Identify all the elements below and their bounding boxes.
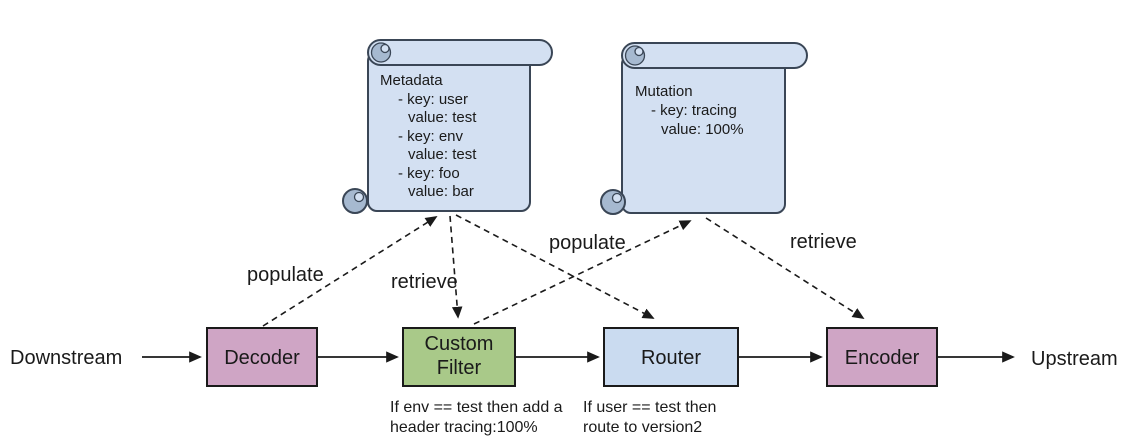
upstream-label: Upstream	[1031, 348, 1118, 370]
mutation-scroll-top-curl-inner	[634, 46, 644, 57]
decoder-box	[206, 327, 318, 387]
metadata-title: Metadata	[380, 72, 443, 89]
custom-filter-caption-line2: header tracing:100%	[390, 419, 538, 436]
router-caption-line2: route to version2	[583, 419, 702, 436]
metadata-line-3: - key: env	[398, 128, 464, 145]
encoder-label: Encoder	[845, 347, 920, 369]
metadata-line-2: value: test	[408, 109, 477, 126]
custom-filter-label-line2: Filter	[437, 357, 482, 379]
metadata-line-4: value: test	[408, 146, 477, 163]
custom-filter-caption: If env == test then add a header tracing…	[390, 399, 563, 436]
custom-filter-node: Custom Filter	[402, 327, 516, 387]
metadata-line-6: value: bar	[408, 183, 474, 200]
router-box	[603, 327, 739, 387]
mutation-title: Mutation	[635, 83, 693, 100]
custom-filter-caption-line1: If env == test then add a	[390, 399, 563, 416]
label-populate-decoder-metadata: populate	[247, 264, 324, 286]
label-populate-custom-filter-mutation: populate	[549, 232, 626, 254]
metadata-scroll-bottom-curl	[342, 188, 368, 214]
mutation-scroll-top-roll	[621, 42, 808, 69]
mutation-scroll-bottom-curl-inner	[611, 192, 623, 204]
mutation-scroll: Mutation - key: tracing value: 100%	[600, 42, 808, 215]
dashed-arrow-metadata-to-router	[455, 214, 655, 319]
router-caption: If user == test then route to version2	[583, 399, 716, 436]
metadata-scroll-top-curl-inner	[380, 43, 390, 54]
label-retrieve-metadata-custom-filter: retrieve	[391, 271, 458, 293]
decoder-node: Decoder	[206, 327, 318, 387]
router-caption-line1: If user == test then	[583, 399, 716, 416]
dashed-arrow-decoder-to-metadata	[262, 216, 438, 327]
custom-filter-box	[402, 327, 516, 387]
custom-filter-label-line1: Custom	[425, 333, 494, 355]
metadata-scroll: Metadata - key: user value: test - key: …	[342, 39, 553, 214]
metadata-scroll-top-roll	[367, 39, 553, 66]
encoder-node: Encoder	[826, 327, 938, 387]
encoder-box	[826, 327, 938, 387]
router-label: Router	[641, 347, 701, 369]
mutation-scroll-bottom-curl	[600, 189, 626, 215]
label-retrieve-mutation-encoder: retrieve	[790, 231, 857, 253]
metadata-line-1: - key: user	[398, 91, 468, 108]
metadata-line-5: - key: foo	[398, 165, 460, 182]
dashed-arrow-metadata-to-custom-filter	[449, 215, 463, 319]
dashed-arrow-custom-filter-to-mutation	[473, 220, 692, 325]
downstream-label: Downstream	[10, 347, 122, 369]
mutation-line-2: value: 100%	[661, 121, 744, 138]
mutation-line-1: - key: tracing	[651, 102, 737, 119]
router-node: Router	[603, 327, 739, 387]
decoder-label: Decoder	[224, 347, 300, 369]
metadata-scroll-bottom-curl-inner	[353, 191, 365, 203]
